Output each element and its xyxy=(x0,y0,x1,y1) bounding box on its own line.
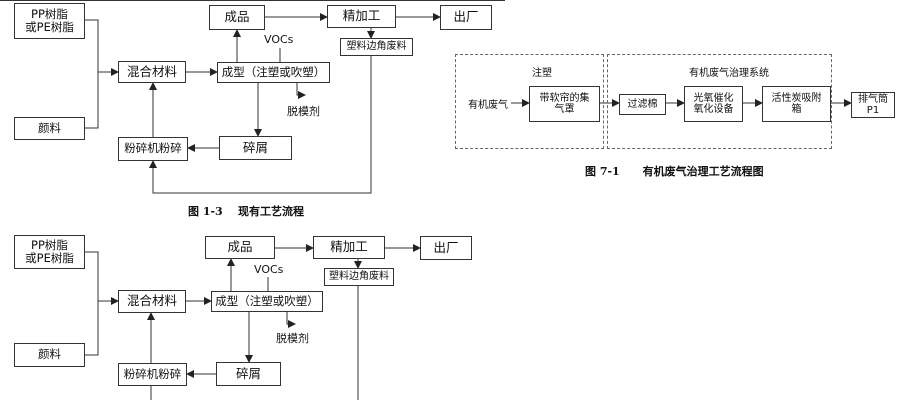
node2-mixing: 混合材料 xyxy=(118,290,186,313)
group-treatment xyxy=(607,54,832,149)
node2-product: 成品 xyxy=(205,236,275,259)
label2-release-agent: 脱模剂 xyxy=(276,332,309,345)
node-pigment: 颜料 xyxy=(14,117,85,140)
edge-raw-to-mix xyxy=(85,19,119,76)
caption-fig-7-1: 图 7-1 有机废气治理工艺流程图 xyxy=(585,165,764,178)
node-shipping: 出厂 xyxy=(440,5,492,30)
edge-pigment-to-mix xyxy=(85,72,99,129)
node-trim-waste: 塑料边角废料 xyxy=(340,38,413,56)
node-carbon-adsorption: 活性炭吸附 箱 xyxy=(762,86,831,122)
node-source: 有机废气 xyxy=(468,100,508,111)
node-crusher: 粉碎机粉碎 xyxy=(118,137,188,161)
node2-scrap: 碎屑 xyxy=(216,362,281,386)
node-molding: 成型（注塑或吹塑） xyxy=(217,62,330,83)
node2-raw-material: PP树脂 或PE树脂 xyxy=(14,235,85,269)
label2-vocs: VOCs xyxy=(254,263,284,276)
node2-pigment: 颜料 xyxy=(14,343,85,367)
label-release-agent: 脱模剂 xyxy=(287,105,320,118)
node-hood: 带软帘的集 气罩 xyxy=(529,86,600,122)
node2-shipping: 出厂 xyxy=(420,236,472,260)
node-scrap: 碎屑 xyxy=(219,136,292,160)
node-mixing: 混合材料 xyxy=(118,61,186,83)
caption-fig-1-3: 图 1-3 现有工艺流程 xyxy=(188,205,305,218)
node2-finishing: 精加工 xyxy=(313,236,385,259)
node-raw-material: PP树脂 或PE树脂 xyxy=(14,3,85,39)
edge2-release-agent xyxy=(286,312,296,328)
label-vocs: VOCs xyxy=(264,33,294,46)
edge-trim-to-crusher xyxy=(149,56,372,194)
node-uv-oxidation: 光氧催化 氧化设备 xyxy=(684,86,743,122)
node-filter: 过滤棉 xyxy=(619,94,666,115)
node-product: 成品 xyxy=(209,5,265,30)
node2-molding: 成型（注塑或吹塑） xyxy=(211,291,323,312)
group-treatment-label: 有机废气治理系统 xyxy=(689,68,769,79)
node-stack: 排气筒 P1 xyxy=(851,92,895,118)
edge2-raw-to-mix xyxy=(85,251,119,305)
node2-trim-waste: 塑料边角废料 xyxy=(324,268,394,286)
node2-crusher: 粉碎机粉碎 xyxy=(118,363,187,386)
node-finishing: 精加工 xyxy=(327,5,396,28)
group-injection-label: 注塑 xyxy=(532,68,552,79)
edge2-pigment-to-mix xyxy=(85,301,99,356)
group-injection xyxy=(455,54,604,149)
edge-release-agent xyxy=(296,82,306,99)
